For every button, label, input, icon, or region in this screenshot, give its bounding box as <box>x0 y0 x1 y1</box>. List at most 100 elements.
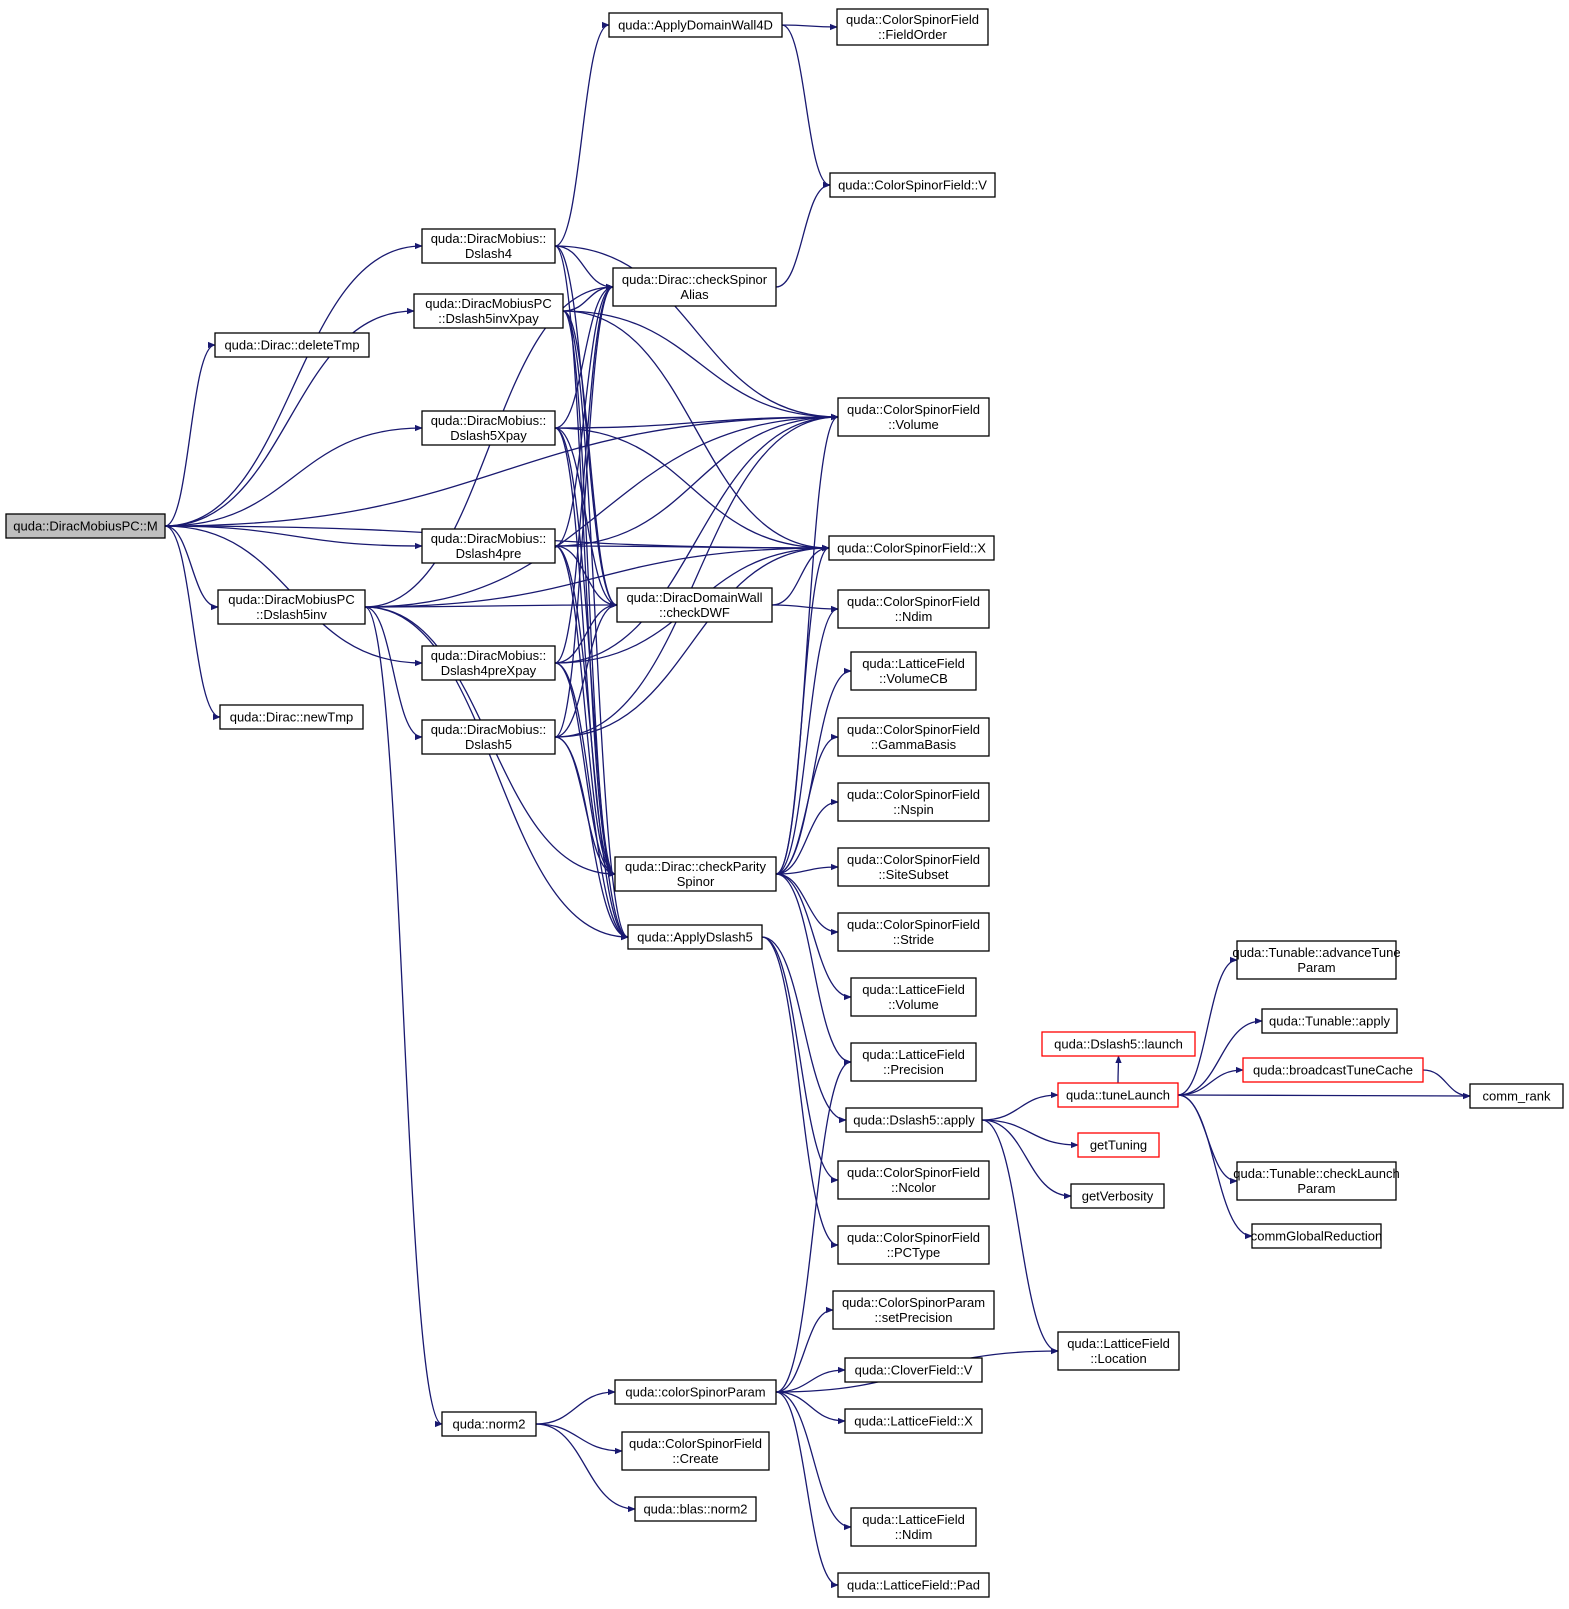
node-label: quda::CloverField::V <box>855 1363 973 1378</box>
node-blasNorm2[interactable]: quda::blas::norm2 <box>634 1496 757 1522</box>
node-csParam[interactable]: quda::colorSpinorParam <box>614 1379 777 1405</box>
call-edge-Dslash5-to-checkSpinorAlias <box>554 283 614 738</box>
edge-path <box>981 1091 1059 1121</box>
node-Dslash5Xpay[interactable]: quda::DiracMobius::Dslash5Xpay <box>421 410 556 446</box>
call-edge-norm2-to-csfCreate <box>535 1423 623 1455</box>
node-box <box>850 1507 977 1547</box>
edge-path <box>775 863 839 875</box>
node-lfPad[interactable]: quda::LatticeField::Pad <box>837 1572 990 1598</box>
call-edge-M-to-Dslash5invXpay <box>164 307 415 527</box>
node-label: quda::Dirac::newTmp <box>230 710 354 725</box>
node-ApplyDslash5[interactable]: quda::ApplyDslash5 <box>627 924 763 950</box>
node-lfVolume[interactable]: quda::LatticeField::Volume <box>850 977 977 1017</box>
node-label: ::Nspin <box>893 802 933 817</box>
node-GammaBasis[interactable]: quda::ColorSpinorField::GammaBasis <box>837 717 990 757</box>
node-label: quda::ColorSpinorField <box>847 722 980 737</box>
node-M[interactable]: quda::DiracMobiusPC::M <box>5 513 166 539</box>
call-edge-Dslash4preXpay-to-checkSpinorAlias <box>554 283 614 664</box>
call-edge-checkParitySpinor-to-SiteSubset <box>775 863 839 875</box>
node-d5launch[interactable]: quda::Dslash5::launch <box>1041 1031 1196 1057</box>
node-box <box>421 410 556 446</box>
node-Dslash4pre[interactable]: quda::DiracMobius::Dslash4pre <box>421 528 556 564</box>
node-getVerbosity[interactable]: getVerbosity <box>1070 1183 1165 1209</box>
node-csfV[interactable]: quda::ColorSpinorField::V <box>829 172 996 198</box>
node-Stride[interactable]: quda::ColorSpinorField::Stride <box>837 912 990 952</box>
node-label: Dslash4preXpay <box>441 663 537 678</box>
node-Dslash5invXpay[interactable]: quda::DiracMobiusPC::Dslash5invXpay <box>413 293 564 329</box>
node-ApplyDW4D[interactable]: quda::ApplyDomainWall4D <box>608 12 783 38</box>
node-Nspin[interactable]: quda::ColorSpinorField::Nspin <box>837 782 990 822</box>
call-edge-Dslash5inv-to-csfX <box>364 544 830 608</box>
node-d5apply[interactable]: quda::Dslash5::apply <box>845 1107 983 1133</box>
node-norm2[interactable]: quda::norm2 <box>441 1411 537 1437</box>
node-lfVolumeCB[interactable]: quda::LatticeField::VolumeCB <box>850 651 977 691</box>
call-edge-csParam-to-lfPad <box>775 1391 839 1589</box>
edge-path <box>554 545 618 609</box>
node-csfCreate[interactable]: quda::ColorSpinorField::Create <box>621 1431 770 1471</box>
node-label: quda::DiracMobiusPC <box>425 296 551 311</box>
call-edge-Dslash5Xpay-to-checkDWF <box>554 427 618 609</box>
call-edge-Dslash4-to-ApplyDW4D <box>554 21 610 247</box>
node-lfLocation[interactable]: quda::LatticeField::Location <box>1057 1331 1180 1371</box>
call-edge-Dslash5invXpay-to-csfVolume <box>562 310 839 421</box>
node-getTuning[interactable]: getTuning <box>1077 1132 1160 1158</box>
node-lfPrecision[interactable]: quda::LatticeField::Precision <box>850 1042 977 1082</box>
node-tuneLaunch[interactable]: quda::tuneLaunch <box>1057 1082 1179 1108</box>
node-newTmp[interactable]: quda::Dirac::newTmp <box>219 704 364 730</box>
call-edge-ApplyDslash5-to-PCType <box>761 936 839 1249</box>
node-csfNdim[interactable]: quda::ColorSpinorField::Ndim <box>837 589 990 629</box>
node-label: Param <box>1297 960 1335 975</box>
node-csfVolume[interactable]: quda::ColorSpinorField::Volume <box>837 397 990 437</box>
call-edge-Dslash5inv-to-checkSpinorAlias <box>364 283 614 608</box>
edge-path <box>554 545 616 878</box>
node-box <box>837 1572 990 1598</box>
node-label: quda::Dirac::checkSpinor <box>622 272 768 287</box>
node-commGlobal[interactable]: commGlobalReduction <box>1251 1223 1383 1249</box>
node-label: commGlobalReduction <box>1251 1229 1383 1244</box>
node-label: quda::ApplyDslash5 <box>637 930 753 945</box>
edge-path <box>775 1306 834 1393</box>
node-Ncolor[interactable]: quda::ColorSpinorField::Ncolor <box>837 1160 990 1200</box>
edge-path <box>1177 1092 1471 1100</box>
edge-path <box>364 606 443 1428</box>
call-edge-Dslash4pre-to-checkDWF <box>554 545 618 609</box>
node-commRank[interactable]: comm_rank <box>1469 1083 1564 1109</box>
edge-path <box>364 606 423 741</box>
node-label: quda::LatticeField <box>862 656 965 671</box>
node-label: quda::DiracMobiusPC::M <box>13 519 158 534</box>
edge-path <box>164 413 839 527</box>
edge-path <box>775 1391 839 1589</box>
edge-path <box>554 662 616 878</box>
node-box <box>614 1379 777 1405</box>
node-lfNdim[interactable]: quda::LatticeField::Ndim <box>850 1507 977 1547</box>
node-csfX[interactable]: quda::ColorSpinorField::X <box>828 535 995 561</box>
node-Dslash5inv[interactable]: quda::DiracMobiusPC::Dslash5inv <box>217 589 366 625</box>
node-deleteTmp[interactable]: quda::Dirac::deleteTmp <box>214 332 370 358</box>
node-SiteSubset[interactable]: quda::ColorSpinorField::SiteSubset <box>837 847 990 887</box>
call-edge-checkDWF-to-csfNdim <box>771 604 839 613</box>
node-label: quda::Dslash5::apply <box>853 1113 975 1128</box>
node-cloverV[interactable]: quda::CloverField::V <box>844 1357 983 1383</box>
call-edge-Dslash5-to-csfVolume <box>554 413 839 738</box>
edge-path <box>554 544 830 738</box>
node-lfX[interactable]: quda::LatticeField::X <box>844 1408 983 1434</box>
node-FieldOrder[interactable]: quda::ColorSpinorField::FieldOrder <box>836 8 989 46</box>
node-box <box>1070 1183 1165 1209</box>
node-label: quda::Dirac::deleteTmp <box>224 338 359 353</box>
node-Dslash4preXpay[interactable]: quda::DiracMobius::Dslash4preXpay <box>421 645 556 681</box>
node-Dslash4[interactable]: quda::DiracMobius::Dslash4 <box>421 228 556 264</box>
call-edge-Dslash4-to-checkDWF <box>554 245 618 609</box>
call-edge-Dslash4-to-checkParitySpinor <box>554 245 616 878</box>
node-label: quda::ColorSpinorField <box>847 594 980 609</box>
node-Dslash5[interactable]: quda::DiracMobius::Dslash5 <box>421 719 556 755</box>
node-tunableApply[interactable]: quda::Tunable::apply <box>1261 1008 1398 1034</box>
edge-path <box>781 23 838 31</box>
node-checkDWF[interactable]: quda::DiracDomainWall::checkDWF <box>616 587 773 623</box>
node-setPrecision[interactable]: quda::ColorSpinorParam::setPrecision <box>832 1290 995 1330</box>
node-broadcastTune[interactable]: quda::broadcastTuneCache <box>1242 1057 1424 1083</box>
node-PCType[interactable]: quda::ColorSpinorField::PCType <box>837 1225 990 1265</box>
